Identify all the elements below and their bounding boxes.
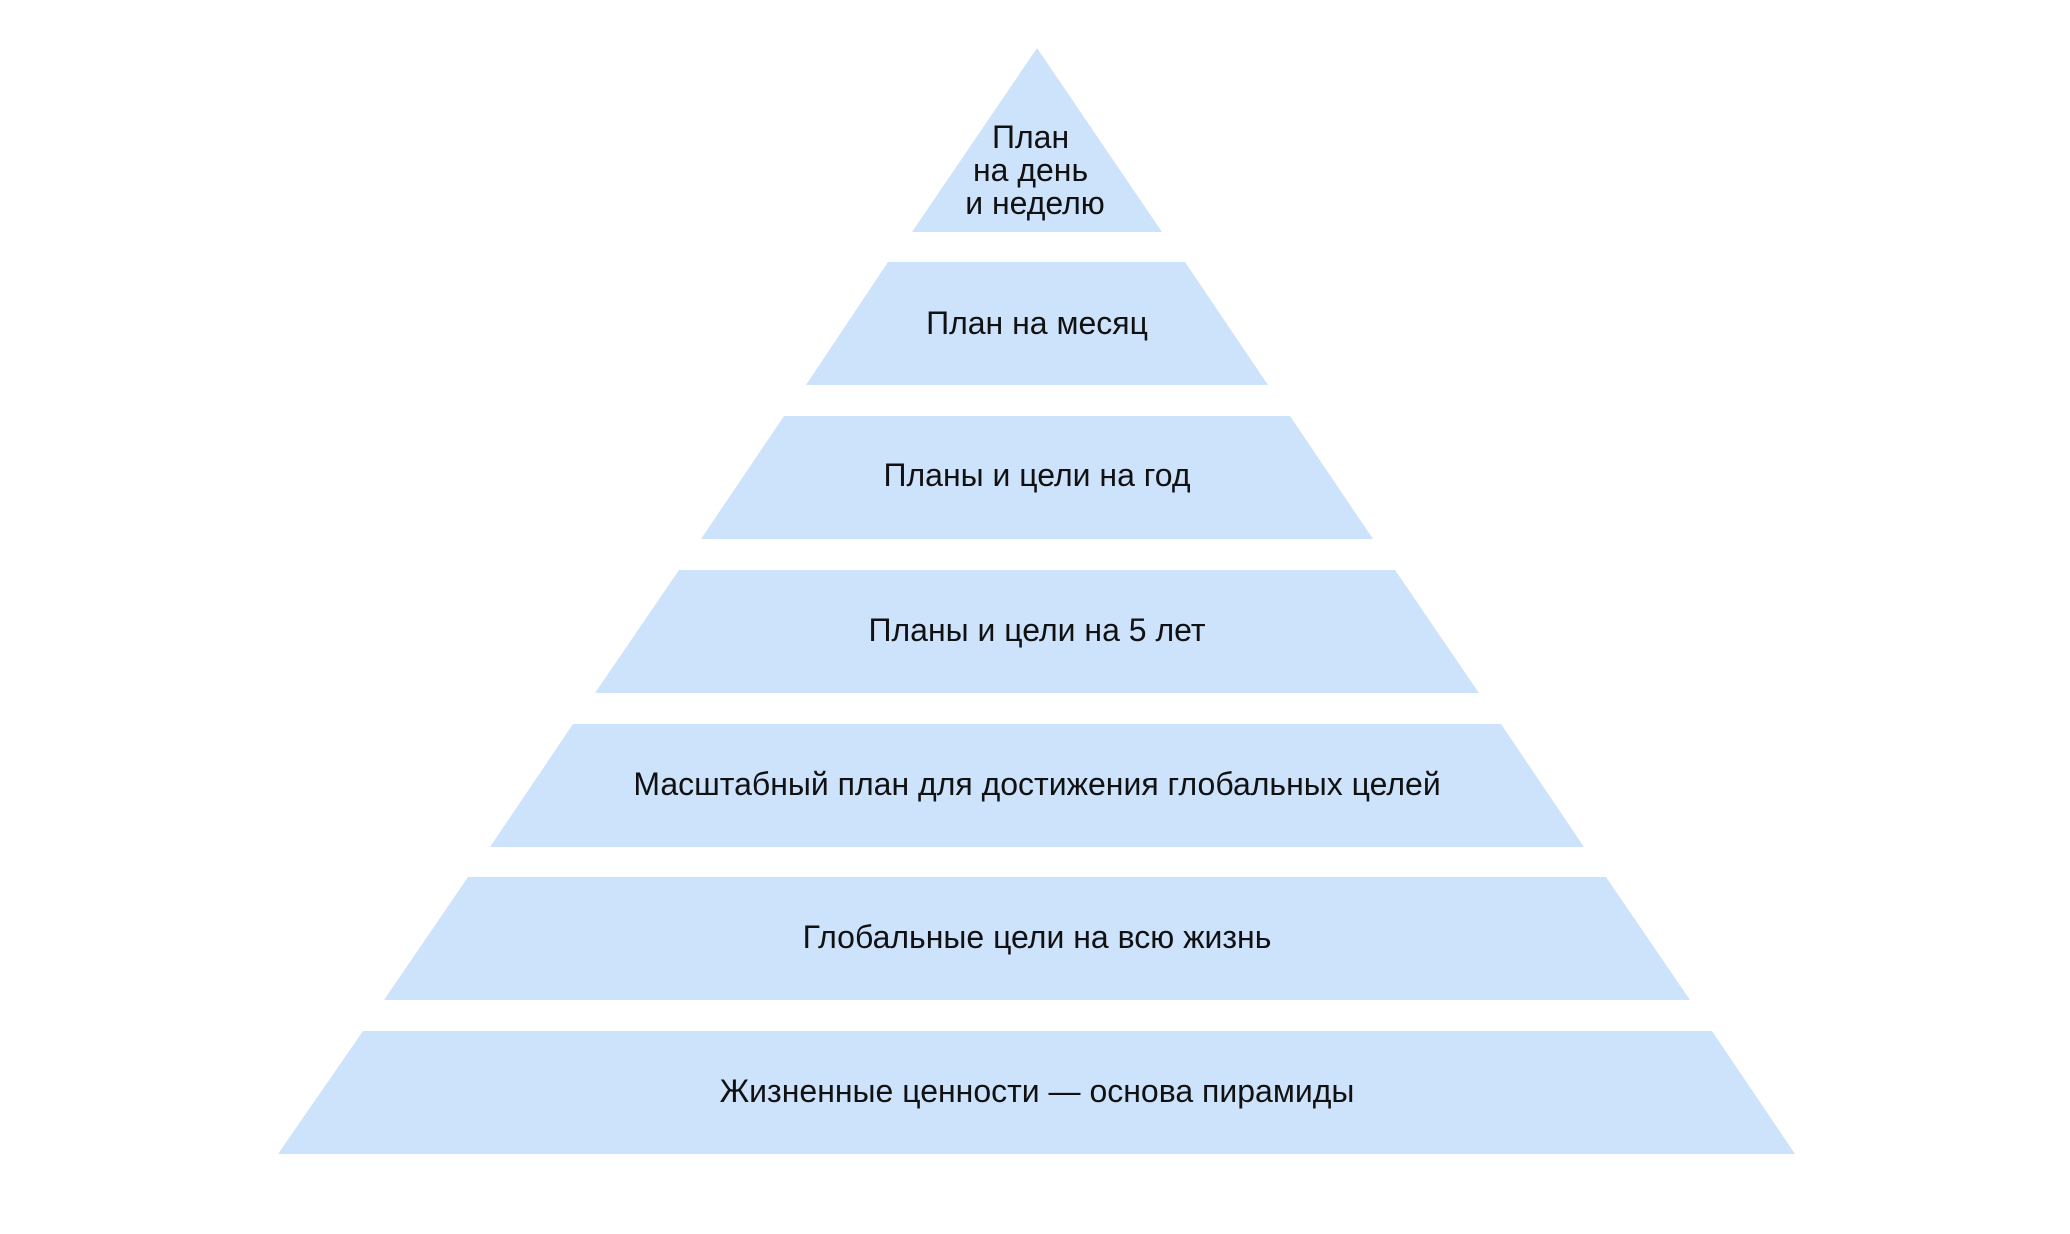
- pyramid-tier-five-years: Планы и цели на 5 лет: [595, 570, 1479, 693]
- tier-shape: [806, 262, 1268, 385]
- pyramid-tier-month: План на месяц: [806, 262, 1268, 385]
- tier-label: План на день и неделю: [965, 119, 1105, 221]
- tier-label: Масштабный план для достижения глобальны…: [633, 766, 1440, 802]
- tier-shape: [490, 724, 1584, 847]
- tier-shape: [595, 570, 1479, 693]
- tier-label: Глобальные цели на всю жизнь: [803, 919, 1272, 955]
- tier-label: Жизненные ценности — основа пирамиды: [720, 1073, 1355, 1109]
- tier-label: Планы и цели на 5 лет: [868, 612, 1205, 648]
- tier-label: План на месяц: [926, 305, 1148, 341]
- tier-shape: [278, 1031, 1795, 1154]
- pyramid-tier-year: Планы и цели на год: [701, 416, 1373, 539]
- tier-label-line: и неделю: [965, 185, 1105, 221]
- pyramid-tier-life-goals: Глобальные цели на всю жизнь: [384, 877, 1690, 1000]
- tier-label: Планы и цели на год: [883, 457, 1190, 493]
- tier-shape: [384, 877, 1690, 1000]
- pyramid-tier-values: Жизненные ценности — основа пирамиды: [278, 1031, 1795, 1154]
- tier-shape: [701, 416, 1373, 539]
- tier-label-line: План: [992, 119, 1069, 155]
- pyramid-tier-global-plan: Масштабный план для достижения глобальны…: [490, 724, 1584, 847]
- tier-label-line: на день: [973, 152, 1088, 188]
- tier-shape: [912, 48, 1162, 232]
- pyramid-tier-day-week: План на день и неделю: [912, 48, 1162, 232]
